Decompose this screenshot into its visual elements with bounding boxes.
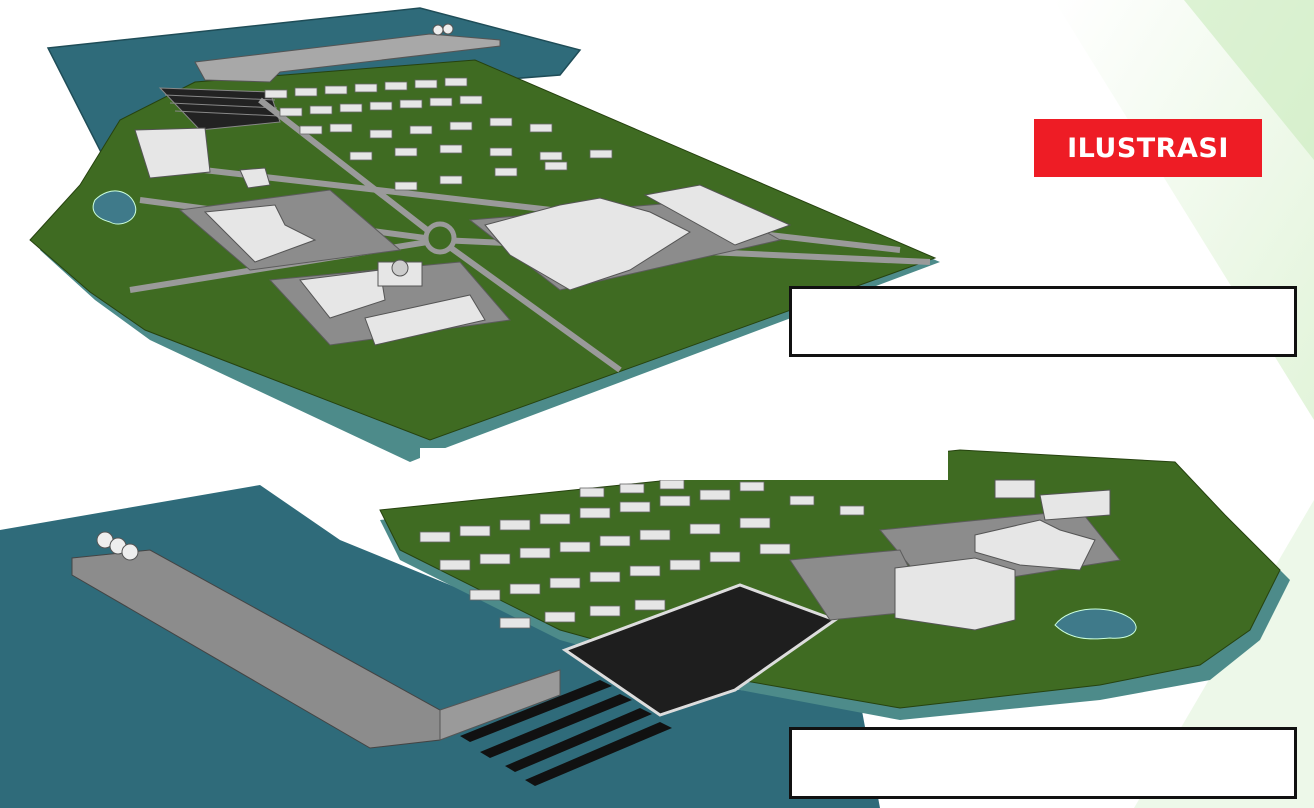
pier-access xyxy=(439,669,561,741)
pier xyxy=(194,33,501,83)
dome-building xyxy=(377,259,423,287)
dock-slipways xyxy=(158,87,281,131)
storage-tank xyxy=(121,543,139,561)
pond xyxy=(1054,608,1137,640)
pond xyxy=(92,190,137,225)
dock-slipways xyxy=(460,583,839,786)
large-buildings xyxy=(894,479,1111,631)
roundabout xyxy=(423,221,457,255)
warehouse-grid xyxy=(419,479,865,629)
aerial-render-top xyxy=(29,7,940,462)
aerial-render-bottom xyxy=(0,449,1290,808)
render-separator xyxy=(420,448,948,480)
illustration-badge: ILUSTRASI xyxy=(1034,119,1262,177)
storage-tank xyxy=(432,24,444,36)
caption-box-top xyxy=(789,286,1297,357)
land-area xyxy=(29,59,937,441)
illustration-badge-label: ILUSTRASI xyxy=(1067,132,1229,164)
large-buildings xyxy=(134,127,792,346)
storage-tank xyxy=(442,23,454,35)
warehouse-grid xyxy=(264,77,613,191)
caption-box-bottom xyxy=(789,727,1297,799)
